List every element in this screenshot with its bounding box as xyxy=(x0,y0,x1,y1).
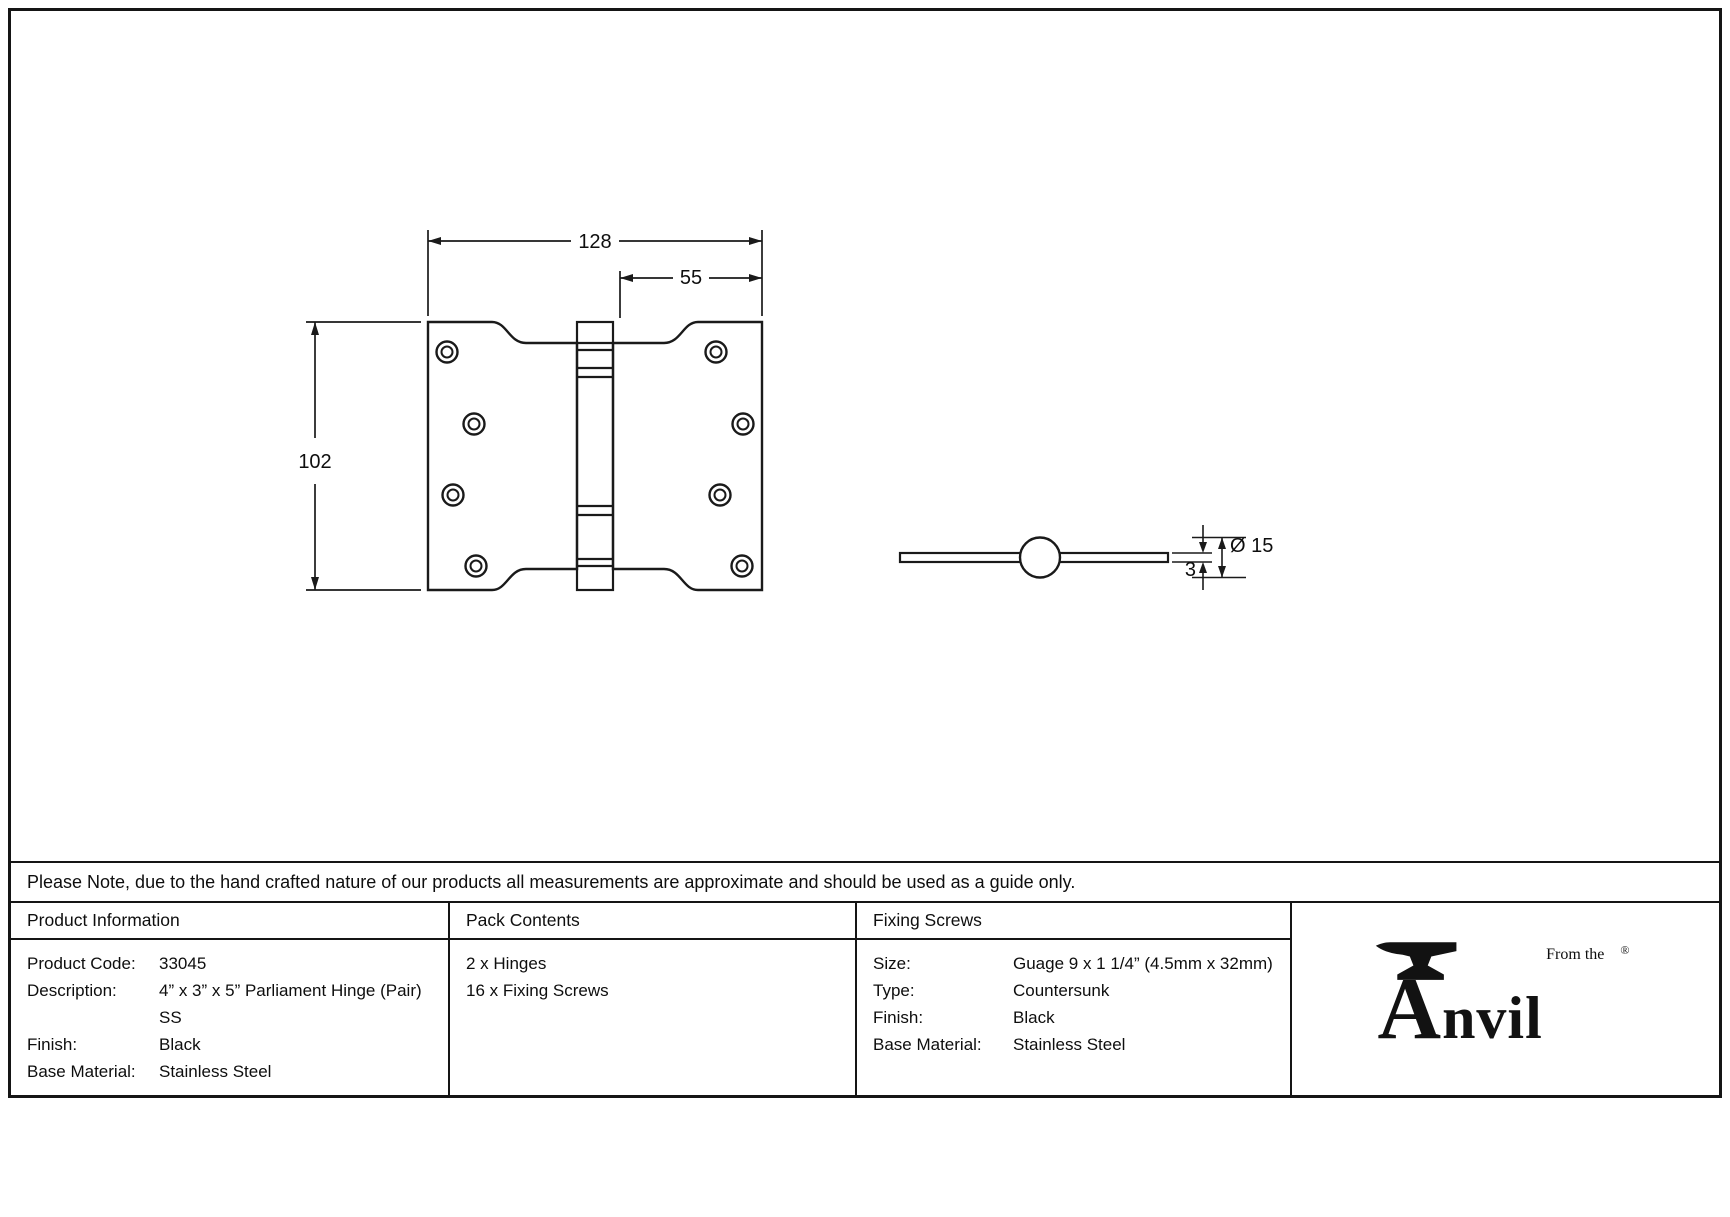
spec-table: Product Information Pack Contents Fixing… xyxy=(11,901,1719,1095)
product-information-header: Product Information xyxy=(11,903,448,940)
dimension-thickness-label: 3 xyxy=(1185,559,1196,581)
pack-contents-list: 2 x Hinges 16 x Fixing Screws xyxy=(466,950,839,1004)
product-information-body: Product Code: 33045 Description: 4” x 3”… xyxy=(11,940,448,1095)
field-value: Guage 9 x 1 1/4” (4.5mm x 32mm) xyxy=(1013,954,1273,973)
field-label: Finish: xyxy=(873,1008,924,1027)
screw-hole xyxy=(730,554,754,578)
spec-sheet-page: 128 55 102 xyxy=(8,8,1722,1098)
measurement-note-text: Please Note, due to the hand crafted nat… xyxy=(27,871,1076,892)
measurement-note-bar: Please Note, due to the hand crafted nat… xyxy=(11,861,1719,901)
product-info-rows: Product Code: 33045 Description: 4” x 3”… xyxy=(27,950,432,1085)
screw-hole xyxy=(704,340,728,364)
field-label: Base Material: xyxy=(27,1062,136,1081)
dimension-height-102: 102 xyxy=(298,321,421,591)
field-label: Product Code: xyxy=(27,954,136,973)
screw-hole xyxy=(464,554,488,578)
screw-hole xyxy=(462,412,486,436)
field-label: Size: xyxy=(873,954,911,973)
field-value: Black xyxy=(1013,1008,1055,1027)
field-value: 33045 xyxy=(159,954,207,973)
pack-item: 2 x Hinges xyxy=(466,954,547,973)
knuckle xyxy=(575,320,615,592)
pack-contents-body: 2 x Hinges 16 x Fixing Screws xyxy=(448,940,855,1095)
dimension-leaf-label: 55 xyxy=(680,267,702,289)
brand-logo: From the ® Anvil xyxy=(1375,942,1634,1059)
anvil-icon xyxy=(1375,942,1456,981)
pack-item: 16 x Fixing Screws xyxy=(466,981,609,1000)
screw-holes xyxy=(435,340,755,578)
screw-hole xyxy=(731,412,755,436)
pack-contents-header: Pack Contents xyxy=(448,903,855,940)
fixing-screws-rows: Size: Guage 9 x 1 1/4” (4.5mm x 32mm) Ty… xyxy=(873,950,1274,1058)
logo-cell: From the ® Anvil xyxy=(1290,903,1719,1095)
fixing-screws-body: Size: Guage 9 x 1 1/4” (4.5mm x 32mm) Ty… xyxy=(855,940,1290,1095)
field-value: Stainless Steel xyxy=(159,1062,272,1081)
dimension-height-label: 102 xyxy=(298,451,331,473)
field-label: Description: xyxy=(27,981,117,1000)
field-label: Base Material: xyxy=(873,1035,982,1054)
dimension-leaf-55: 55 xyxy=(619,267,762,318)
brand-name: Anvil xyxy=(1377,961,1543,1059)
field-value: Stainless Steel xyxy=(1013,1035,1126,1054)
field-value: 4” x 3” x 5” Parliament Hinge (Pair) SS xyxy=(159,981,422,1027)
field-label: Type: xyxy=(873,981,915,1000)
field-label: Finish: xyxy=(27,1035,78,1054)
screw-hole xyxy=(708,483,732,507)
dimension-diameter-label: Ø 15 xyxy=(1230,535,1273,557)
dimension-width-label: 128 xyxy=(578,231,611,253)
field-value: Countersunk xyxy=(1013,981,1110,1000)
field-value: Black xyxy=(159,1035,201,1054)
dimension-thickness-3: 3 xyxy=(1172,525,1212,590)
fixing-screws-header: Fixing Screws xyxy=(855,903,1290,940)
dimension-diameter-15: Ø 15 xyxy=(1192,535,1273,579)
screw-hole xyxy=(441,483,465,507)
hinge-front-view xyxy=(426,320,764,592)
registered-mark: ® xyxy=(1620,943,1630,958)
screw-hole xyxy=(435,340,459,364)
right-leaf-outline xyxy=(611,320,764,592)
hinge-side-view xyxy=(898,536,1170,579)
dimension-width-128: 128 xyxy=(427,230,763,316)
technical-drawing-area: 128 55 102 xyxy=(11,11,1719,861)
technical-drawing: 128 55 102 xyxy=(298,230,1273,592)
logo-tagline: From the xyxy=(1546,946,1605,964)
